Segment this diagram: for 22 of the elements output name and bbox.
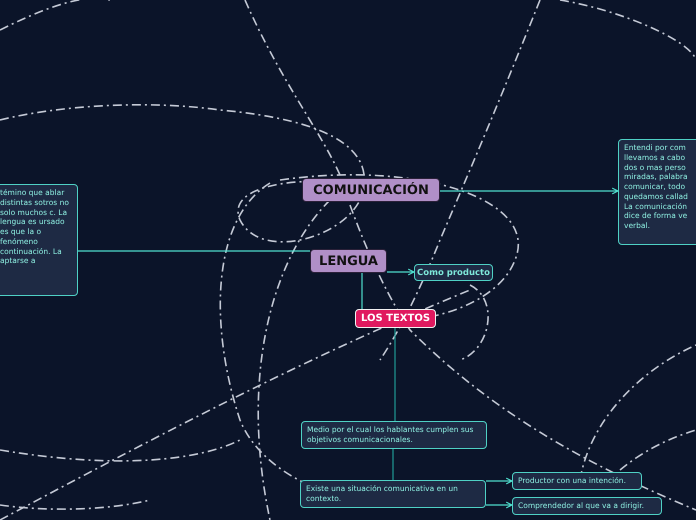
note-box	[618, 139, 696, 245]
topic-box	[310, 249, 387, 273]
connector-line	[392, 446, 394, 480]
node-text: LOS TEXTOS	[360, 313, 430, 324]
arrow	[387, 268, 415, 276]
topic-box	[302, 178, 440, 202]
note-box	[300, 480, 486, 508]
connector-line	[394, 328, 396, 421]
topic-box	[355, 309, 436, 328]
arrow	[440, 188, 619, 194]
subtopic-box	[414, 264, 493, 281]
node-text: COMUNICACIÓN	[313, 182, 429, 198]
note-box	[512, 472, 642, 490]
connector-line	[361, 273, 363, 309]
connector-line	[78, 250, 310, 252]
note-box	[512, 497, 662, 515]
node-text: Como producto	[417, 268, 490, 278]
node-text: LENGUA	[319, 254, 378, 268]
note-box	[0, 184, 78, 296]
note-box	[301, 421, 487, 448]
arrow	[486, 478, 513, 484]
arrow	[486, 502, 513, 508]
